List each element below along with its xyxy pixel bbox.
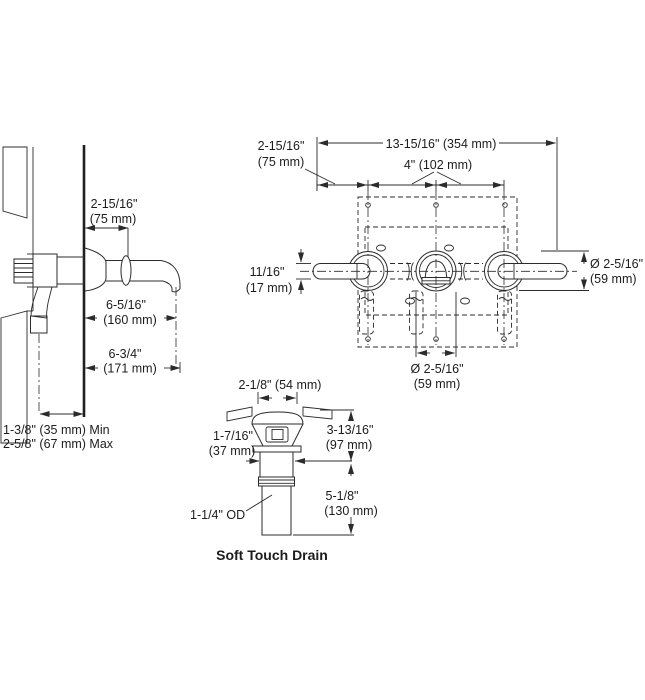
wall-section-upper [2,146,28,219]
valve-supply-legs [359,290,512,335]
dim-overall-width: 13-15/16" (354 mm) [316,137,558,250]
dim-spout-reach-label: 6-5/16" [106,298,146,312]
spout-side [84,247,181,373]
drain-tailpiece [261,485,292,536]
dim-escutcheon-right-mm: (59 mm) [590,272,637,286]
dim-spout-reach: 6-5/16" (160 mm) [85,298,177,327]
counter-left [226,406,253,422]
dim-overall-width-label: 13-15/16" (354 mm) [386,137,497,151]
drain-coupling [258,476,295,487]
wall-thickness-min-label: 1-3/8" (35 mm) Min [3,423,110,437]
dim-center-chain: 2-15/16" (75 mm) 4" (102 mm) [258,139,505,191]
dim-handle-thickness-label: 11/16" [250,265,285,279]
dim-escutcheon-right-label: Ø 2-5/16" [590,257,643,271]
dim-handle-to-center-label: 2-15/16" [258,139,305,153]
dim-upper-length-label: 3-13/16" [327,423,374,437]
dim-drain-lengths: 3-13/16" (97 mm) 5-1/8" (130 mm) [293,409,378,536]
od-callout: 1-1/4" OD [190,494,273,522]
drain-flange [251,411,304,453]
dim-handle-thickness-mm: (17 mm) [246,281,293,295]
supply-hose [30,286,53,413]
dim-center-spacing-label: 4" (102 mm) [404,158,472,172]
dim-tail-length-label: 5-1/8" [326,489,359,503]
side-view-spout: 2-15/16" (75 mm) 6-5/16" (160 mm) 6-3/4"… [0,145,181,451]
dim-handle-to-center-mm: (75 mm) [258,155,305,169]
dim-flange-label: 2-1/8" (54 mm) [239,378,322,392]
od-label: 1-1/4" OD [190,508,245,522]
wall-section-lower [0,310,28,444]
dim-spout-offset: 2-15/16" (75 mm) [85,197,138,257]
dim-spout-offset-mm: (75 mm) [90,212,137,226]
drain-detail: 2-1/8" (54 mm) 1-7/16" (37 mm) 3-13/16" … [190,378,378,563]
dim-tail-length-mm: (130 mm) [324,504,377,518]
knurled-coupling [56,256,85,285]
dim-escutcheon-bottom-label: Ø 2-5/16" [410,362,463,376]
dim-spout-tip-mm: (171 mm) [103,362,156,376]
front-view-trim: 13-15/16" (354 mm) 2-15/16" (75 mm) 4" (… [246,137,643,391]
drain-caption: Soft Touch Drain [216,547,328,563]
dim-spout-offset-label: 2-15/16" [91,197,138,211]
dim-wall-thickness: 1-3/8" (35 mm) Min 2-5/8" (67 mm) Max [3,411,114,451]
counter-right [302,406,333,420]
dim-escutcheon-bottom-mm: (59 mm) [414,377,461,391]
wall-thickness-max-label: 2-5/8" (67 mm) Max [3,437,114,451]
dim-escutcheon-right: Ø 2-5/16" (59 mm) [519,250,643,291]
hidden-stem-connectors [390,262,483,281]
dim-spout-reach-mm: (160 mm) [103,313,156,327]
dim-escutcheon-bottom: Ø 2-5/16" (59 mm) [410,292,464,391]
dim-body-dia: 1-7/16" (37 mm) [209,429,352,464]
dim-spout-tip-label: 6-3/4" [109,347,142,361]
mounting-holes [365,202,508,342]
dim-body-dia-mm: (37 mm) [209,444,256,458]
drain-threaded-body [259,451,294,478]
dim-handle-thickness: 11/16" (17 mm) [246,249,311,295]
spout-ring [120,255,132,286]
valve-body-side [13,253,85,288]
dim-spout-tip-reach: 6-3/4" (171 mm) [85,347,181,376]
dim-upper-length-mm: (97 mm) [326,438,373,452]
dim-body-dia-label: 1-7/16" [213,429,253,443]
dim-flange: 2-1/8" (54 mm) [239,378,322,404]
